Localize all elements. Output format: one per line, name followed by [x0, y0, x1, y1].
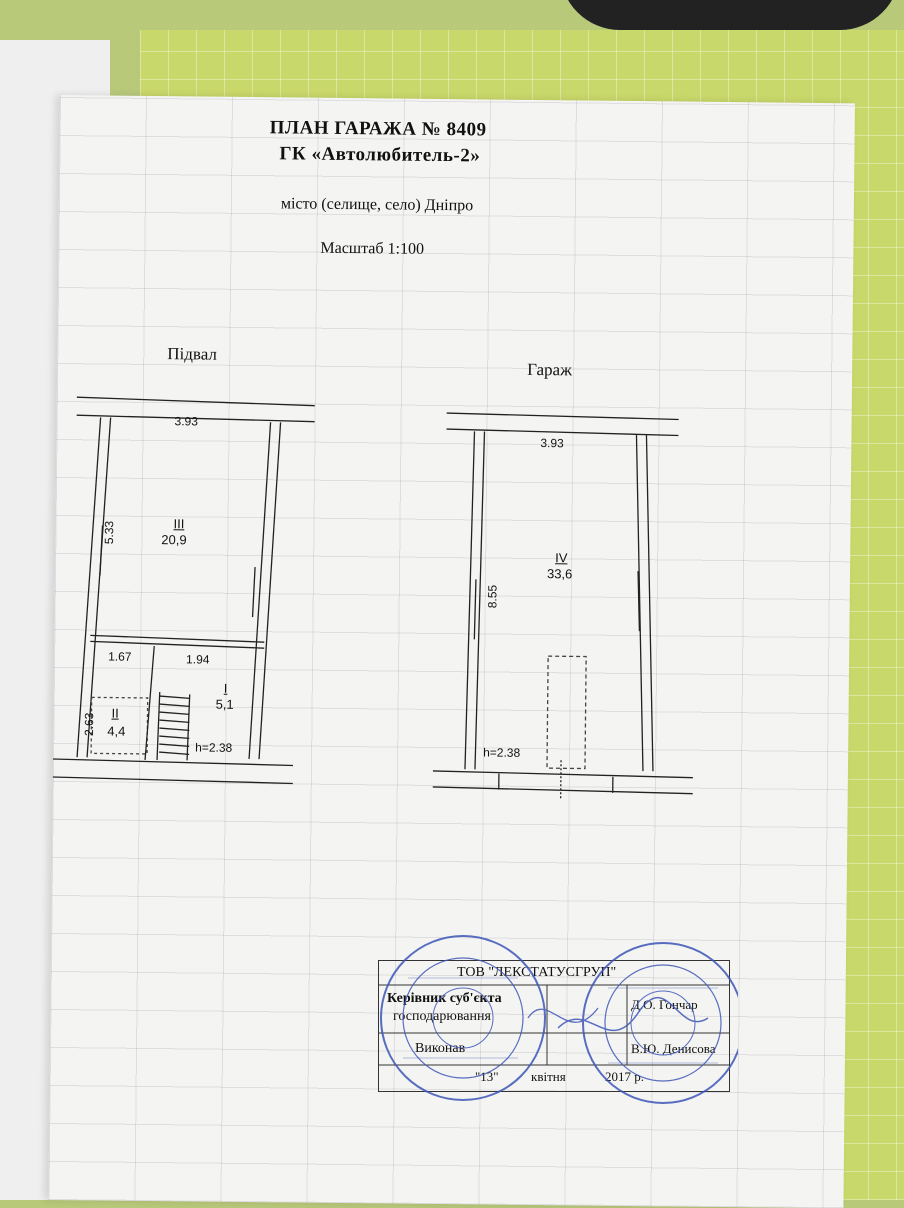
signature-mark — [558, 998, 708, 1031]
round-stamps — [378, 918, 738, 1138]
garage-height: h=2.38 — [483, 745, 520, 759]
stamp-circle-right — [583, 943, 738, 1103]
room-iv-area: 33,6 — [547, 566, 572, 581]
stamp-circle-left — [381, 936, 545, 1100]
room-iv-number: IV — [555, 550, 567, 565]
garage-width-top: 3.93 — [540, 436, 564, 450]
garage-height-side: 8.55 — [485, 585, 499, 609]
garage-plan — [52, 95, 860, 903]
dark-object — [560, 0, 900, 30]
